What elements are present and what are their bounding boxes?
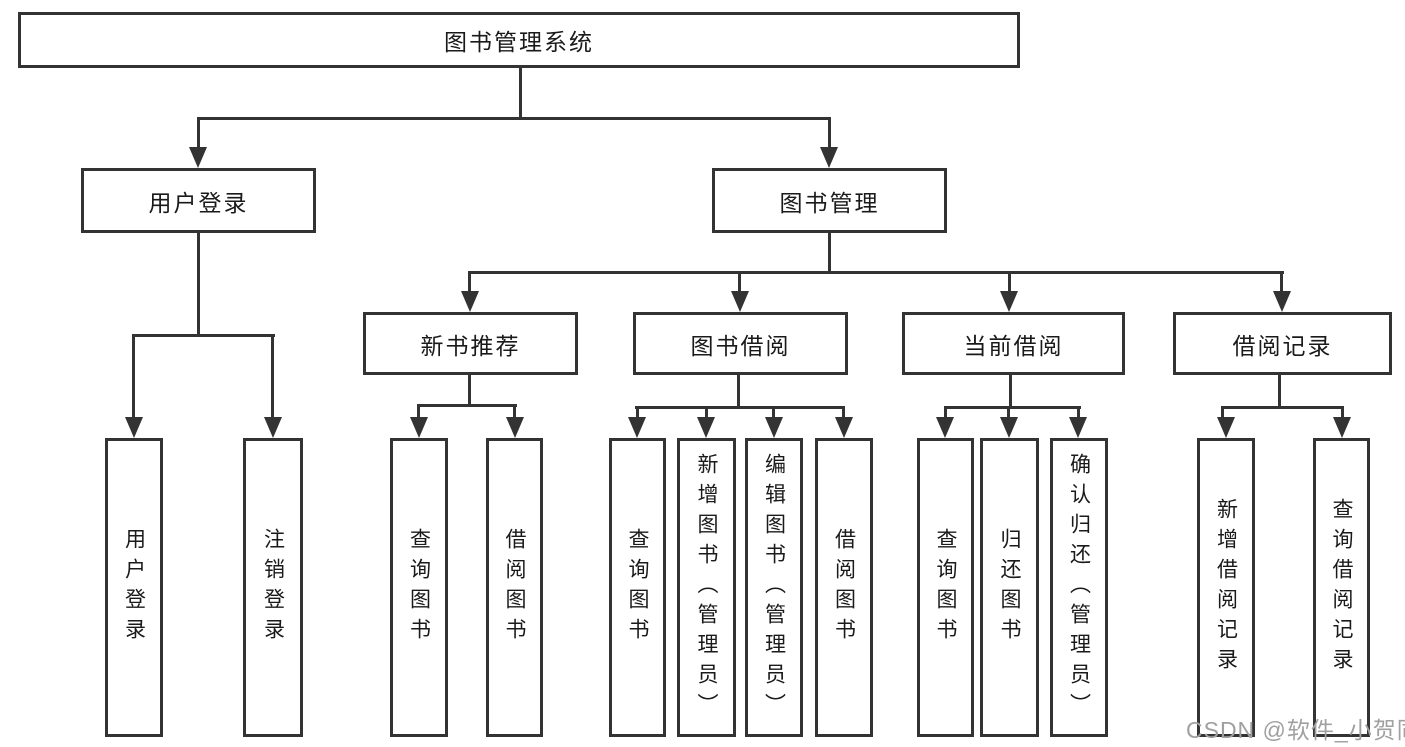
connector-line <box>636 406 639 422</box>
connector-line <box>842 406 845 422</box>
connector-line <box>1278 374 1281 407</box>
leaf-add-book-admin-label: 新增图书（管理员） <box>695 452 718 723</box>
node-borrow-records-label: 借阅记录 <box>1232 332 1333 359</box>
node-borrow-records: 借阅记录 <box>1173 312 1392 375</box>
arrow-down-icon <box>820 147 838 168</box>
arrow-down-icon <box>731 291 749 312</box>
arrow-down-icon <box>506 417 524 438</box>
arrow-down-icon <box>1000 291 1018 312</box>
leaf-query-borrow-record-label: 查询借阅记录 <box>1330 497 1353 678</box>
arrow-down-icon <box>765 417 783 438</box>
leaf-add-book-admin: 新增图书（管理员） <box>677 438 736 737</box>
leaf-edit-book-admin-label: 编辑图书（管理员） <box>762 452 786 723</box>
node-book-borrow: 图书借阅 <box>633 312 848 375</box>
connector-line <box>132 334 135 422</box>
leaf-logout-label: 注销登录 <box>261 527 285 648</box>
node-current-borrow: 当前借阅 <box>902 312 1125 375</box>
leaf-confirm-return-admin: 确认归还（管理员） <box>1050 438 1108 737</box>
connector-line <box>468 374 471 406</box>
connector-line <box>1221 406 1344 409</box>
arrow-down-icon <box>125 417 143 438</box>
leaf-user-login: 用户登录 <box>105 438 163 737</box>
arrow-down-icon <box>410 417 428 438</box>
connector-line <box>197 232 200 336</box>
arrow-down-icon <box>1000 417 1018 438</box>
arrow-down-icon <box>697 417 715 438</box>
node-current-borrow-label: 当前借阅 <box>963 332 1064 359</box>
node-root-label: 图书管理系统 <box>444 29 594 55</box>
leaf-add-borrow-record: 新增借阅记录 <box>1197 438 1255 737</box>
leaf-query-borrow-record: 查询借阅记录 <box>1313 438 1370 737</box>
connector-line <box>132 334 275 337</box>
leaf-query-books-current-label: 查询图书 <box>934 527 957 648</box>
connector-line <box>417 404 517 407</box>
leaf-user-login-label: 用户登录 <box>122 527 146 648</box>
node-root: 图书管理系统 <box>18 12 1020 68</box>
leaf-query-books-borrow-label: 查询图书 <box>626 527 649 648</box>
node-book-management: 图书管理 <box>712 168 947 233</box>
connector-line <box>772 406 775 422</box>
leaf-query-books-recommend: 查询图书 <box>390 438 448 737</box>
leaf-add-borrow-record-label: 新增借阅记录 <box>1214 497 1238 678</box>
node-new-book-recommend-label: 新书推荐 <box>420 332 521 359</box>
arrow-down-icon <box>835 417 853 438</box>
connector-line <box>519 67 522 120</box>
connector-line <box>635 406 845 409</box>
arrow-down-icon <box>628 417 646 438</box>
connector-line <box>738 271 741 296</box>
node-user-login-label: 用户登录 <box>148 189 249 216</box>
connector-line <box>271 334 274 422</box>
connector-line <box>197 117 831 120</box>
leaf-borrow-books-borrow-label: 借阅图书 <box>832 527 856 648</box>
leaf-borrow-books-borrow: 借阅图书 <box>815 438 873 737</box>
arrow-down-icon <box>1069 417 1087 438</box>
leaf-borrow-books-recommend: 借阅图书 <box>486 438 543 737</box>
connector-line <box>705 406 708 422</box>
node-book-borrow-label: 图书借阅 <box>690 332 791 359</box>
node-user-login: 用户登录 <box>81 168 316 233</box>
connector-line <box>828 232 831 273</box>
leaf-return-book-label: 归还图书 <box>998 527 1021 648</box>
connector-line <box>737 374 740 407</box>
arrow-down-icon <box>1273 291 1291 312</box>
connector-line <box>1221 406 1224 422</box>
connector-line <box>197 117 200 150</box>
leaf-return-book: 归还图书 <box>980 438 1039 737</box>
leaf-confirm-return-admin-label: 确认归还（管理员） <box>1067 452 1091 723</box>
arrow-down-icon <box>461 291 479 312</box>
leaf-edit-book-admin: 编辑图书（管理员） <box>745 438 803 737</box>
arrow-down-icon <box>1333 417 1351 438</box>
connector-line <box>1077 406 1080 422</box>
leaf-query-books-borrow: 查询图书 <box>609 438 666 737</box>
connector-line <box>944 406 1081 409</box>
leaf-query-books-recommend-label: 查询图书 <box>407 527 431 648</box>
connector-line <box>417 404 420 422</box>
connector-line <box>468 271 471 296</box>
connector-line <box>468 271 1284 274</box>
connector-line <box>1341 406 1344 422</box>
connector-line <box>513 404 516 422</box>
leaf-query-books-current: 查询图书 <box>917 438 974 737</box>
connector-line <box>1007 406 1010 422</box>
node-new-book-recommend: 新书推荐 <box>363 312 578 375</box>
csdn-watermark: CSDN @软件_小贺同学 <box>1186 717 1405 743</box>
arrow-down-icon <box>264 417 282 438</box>
leaf-logout: 注销登录 <box>243 438 303 737</box>
leaf-borrow-books-recommend-label: 借阅图书 <box>503 527 526 648</box>
connector-line <box>1008 271 1011 296</box>
connector-line <box>944 406 947 422</box>
arrow-down-icon <box>1217 417 1235 438</box>
arrow-down-icon <box>189 147 207 168</box>
connector-line <box>1280 271 1283 296</box>
node-book-management-label: 图书管理 <box>779 189 880 216</box>
arrow-down-icon <box>936 417 954 438</box>
connector-line <box>1009 374 1012 407</box>
connector-line <box>828 117 831 150</box>
